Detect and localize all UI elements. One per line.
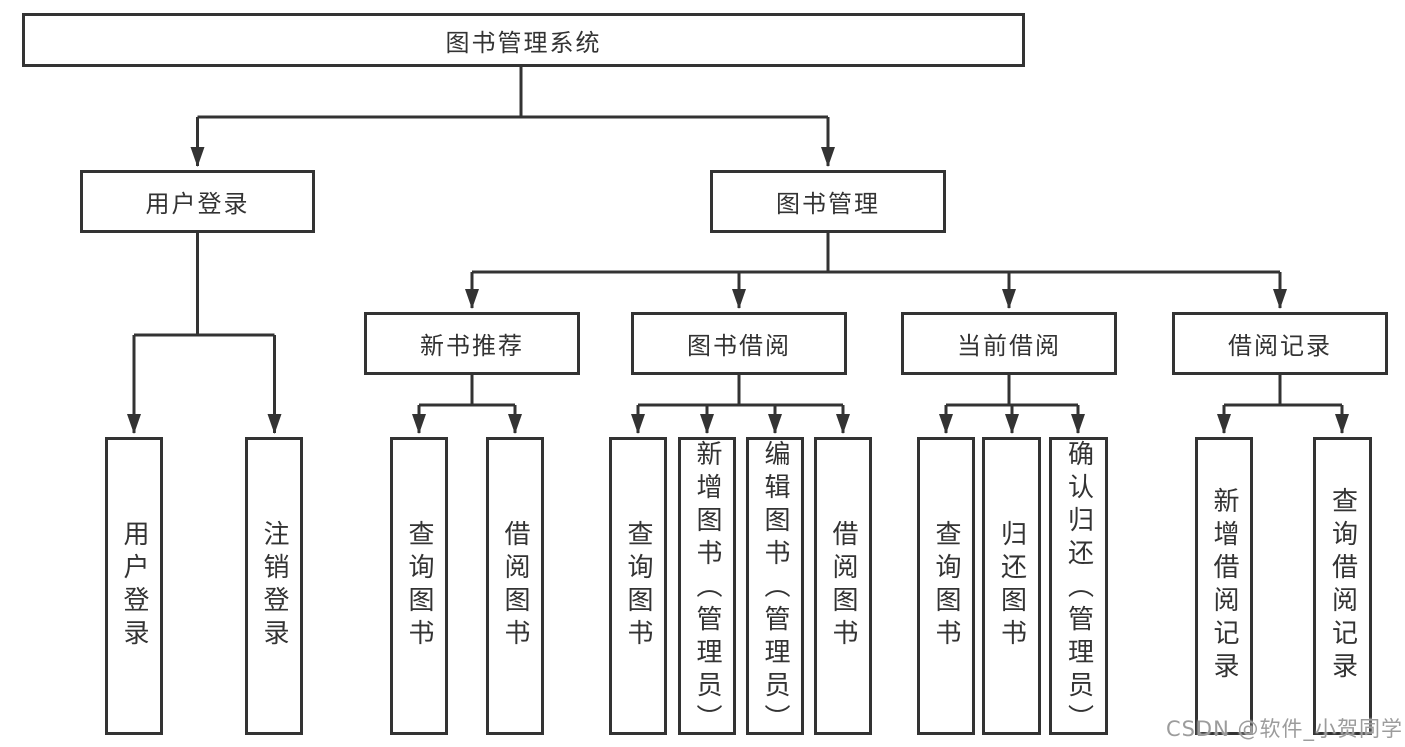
node-book-management: 图书管理 xyxy=(710,170,946,233)
leaf-query-books-borrow: 查询图书 xyxy=(609,437,667,735)
leaf-add-books-admin: 新增图书（管理员） xyxy=(678,437,736,737)
node-book-borrowing: 图书借阅 xyxy=(631,312,847,375)
leaf-edit-books-admin: 编辑图书（管理员） xyxy=(746,437,804,737)
leaf-borrow-books: 借阅图书 xyxy=(814,437,872,735)
leaf-query-borrow-record: 查询借阅记录 xyxy=(1313,437,1372,735)
leaf-add-borrow-record: 新增借阅记录 xyxy=(1195,437,1253,735)
leaf-query-books-current: 查询图书 xyxy=(917,437,975,735)
leaf-user-login: 用户登录 xyxy=(105,437,163,735)
leaf-query-books-recommend: 查询图书 xyxy=(390,437,448,735)
node-user-login: 用户登录 xyxy=(80,170,315,233)
node-new-book-recommendation: 新书推荐 xyxy=(364,312,580,375)
leaf-borrow-books-recommend: 借阅图书 xyxy=(486,437,544,735)
watermark: CSDN @软件_小贺同学 xyxy=(1165,717,1403,741)
leaf-return-books: 归还图书 xyxy=(982,437,1041,735)
node-borrowing-records: 借阅记录 xyxy=(1172,312,1388,375)
leaf-confirm-return-admin: 确认归还（管理员） xyxy=(1049,437,1108,737)
node-library-management-system: 图书管理系统 xyxy=(22,13,1025,67)
node-current-borrowing: 当前借阅 xyxy=(901,312,1117,375)
leaf-logout: 注销登录 xyxy=(245,437,303,735)
